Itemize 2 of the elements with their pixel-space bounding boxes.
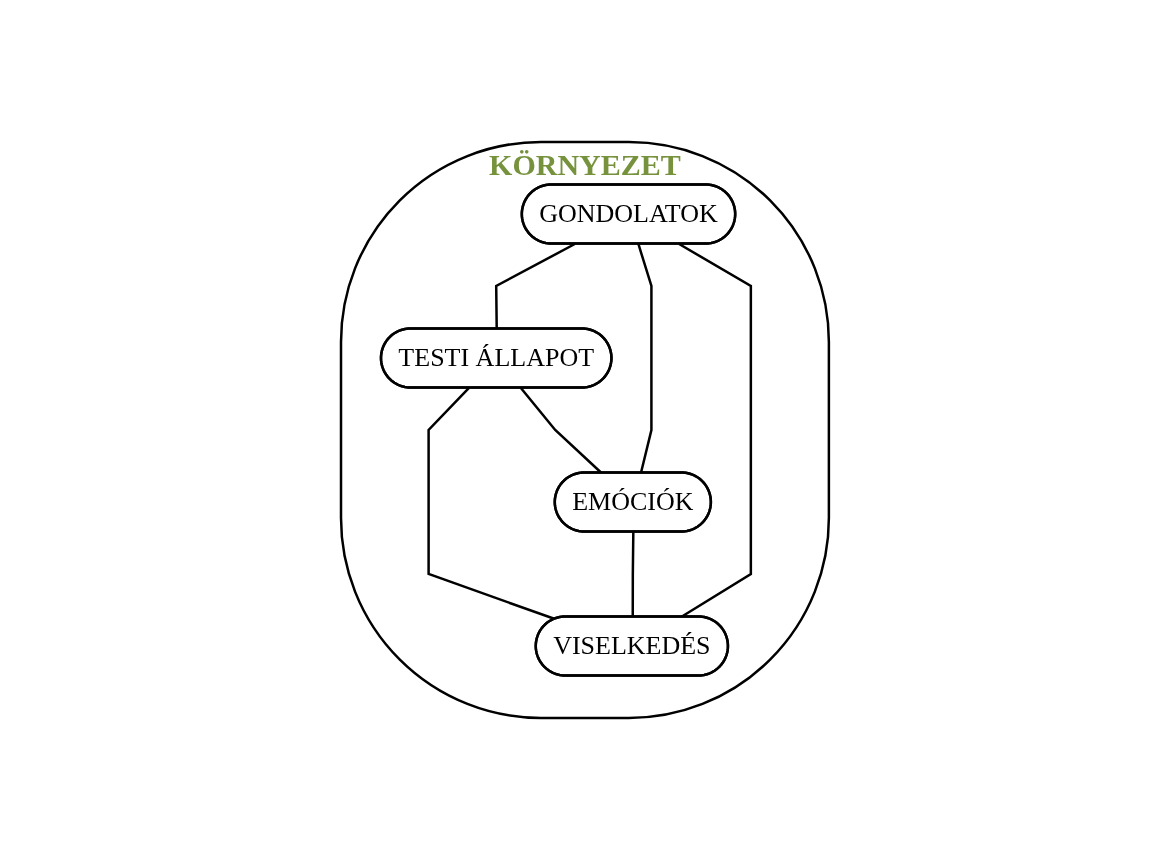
connector [631, 531, 635, 617]
connector [426, 387, 555, 621]
